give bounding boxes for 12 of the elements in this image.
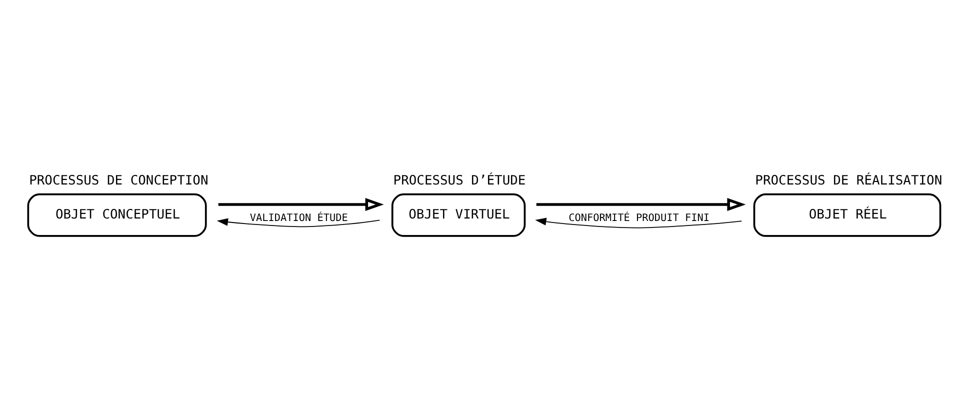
node-label: PROCESSUS DE RÉALISATION: [755, 172, 942, 188]
edge-label: VALIDATION ÉTUDE: [250, 212, 348, 224]
arrow: [536, 198, 746, 210]
node-label: PROCESSUS DE CONCEPTION: [29, 172, 208, 188]
node-box: OBJET CONCEPTUEL: [27, 192, 207, 236]
node-box: OBJET VIRTUEL: [391, 192, 526, 236]
node-label: PROCESSUS D’ÉTUDE: [393, 172, 526, 188]
node-box: OBJET RÉEL: [753, 192, 942, 236]
arrow: [535, 217, 742, 228]
edge-label: CONFORMITÉ PRODUIT FINI: [568, 212, 710, 224]
arrow: [216, 218, 380, 227]
arrow: [218, 198, 384, 210]
